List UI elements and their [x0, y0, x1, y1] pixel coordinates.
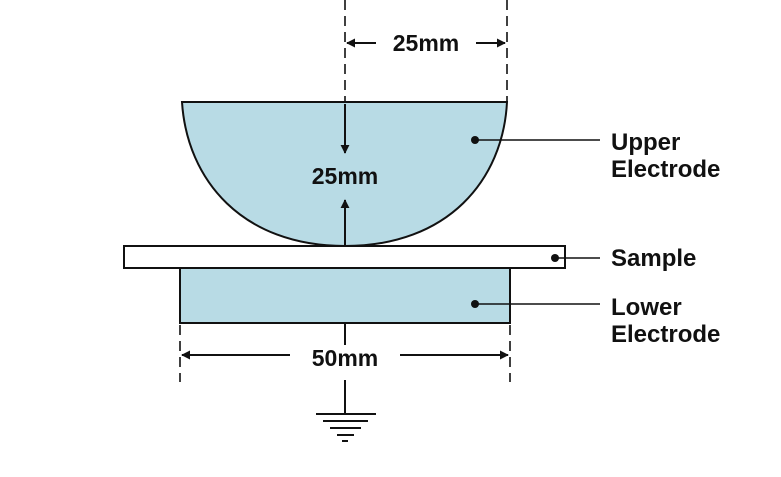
- sample-label: Sample: [611, 245, 696, 272]
- ground-symbol-icon: [316, 413, 376, 442]
- upper-width-label: 25mm: [393, 30, 459, 56]
- lower-electrode-label-line1: Lower: [611, 294, 682, 321]
- upper-electrode-label-line1: Upper: [611, 129, 680, 156]
- lower-width-label: 50mm: [312, 345, 378, 371]
- upper-height-label: 25mm: [312, 163, 378, 189]
- lower-electrode-label-line2: Electrode: [611, 321, 720, 348]
- sample-plate: [123, 245, 566, 269]
- upper-electrode-label-line2: Electrode: [611, 156, 720, 183]
- lower-electrode: [179, 267, 511, 324]
